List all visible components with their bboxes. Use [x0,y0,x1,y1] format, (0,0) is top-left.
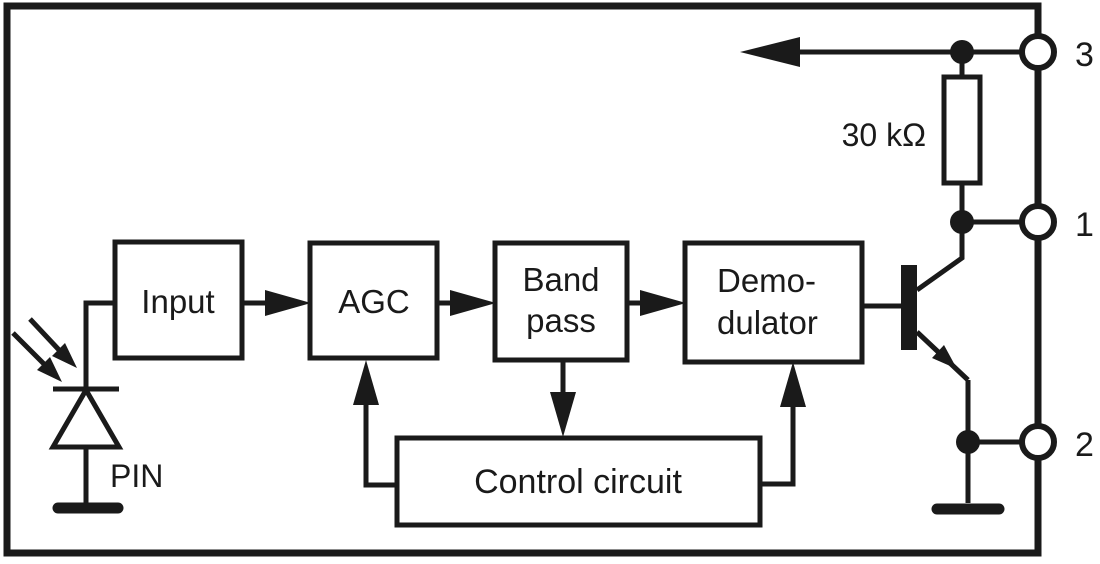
photodiode: PIN [11,300,163,514]
emitter-arrow [932,345,957,369]
block-agc: AGC [307,240,440,361]
pin-1-label: 1 [1075,206,1094,244]
transistor-bar [901,265,917,350]
arrow-band-pass-to-control [550,361,576,437]
demodulator-label-line2: dulator [717,304,818,341]
supply-arrow [740,37,961,67]
band-pass-label-line1: Band [522,261,599,298]
resistor-symbol [941,74,983,186]
control-feedback-arrows [353,360,806,488]
photodiode-label: PIN [110,458,163,494]
pin-3: 3 [1019,33,1094,74]
arrow-band-pass-to-demodulator [627,290,686,316]
junction-dot [950,40,974,64]
control-circuit-label: Control circuit [474,463,682,501]
block-demodulator: Demo- dulator [682,240,865,365]
resistor-label: 30 kΩ [842,117,926,153]
signal-arrows [242,290,686,316]
agc-box [307,240,440,361]
block-control-circuit: Control circuit [394,435,763,528]
pin-terminal-1 [1019,203,1057,241]
transistor-collector-wire [915,233,965,293]
demodulator-box [682,240,865,365]
transistor [862,233,971,442]
pin-terminal-3 [1019,33,1057,71]
agc-label: AGC [338,283,410,320]
arrow-input-to-agc [242,290,311,316]
wire-photodiode-to-input [83,300,115,389]
block-input: Input [112,239,245,361]
pin-1: 1 [1019,203,1094,244]
input-label: Input [141,283,214,320]
junction-dot [956,430,980,454]
control-circuit-box [394,435,763,528]
resistor: 30 kΩ [842,52,983,222]
junction-dot [950,210,974,234]
pin-2-label: 2 [1075,426,1094,464]
arrow-control-to-agc [353,360,397,488]
arrow-control-to-demodulator [760,362,806,487]
photodiode-symbol [48,385,124,450]
input-box [112,239,245,361]
light-ray-icon [11,331,62,382]
demodulator-label-line1: Demo- [717,262,816,299]
block-band-pass: Band pass [492,240,630,363]
light-ray-icon [28,317,77,368]
pin-2: 2 [1019,423,1094,464]
arrow-agc-to-band-pass [437,290,496,316]
pin-terminal-2 [1019,423,1057,461]
band-pass-label-line2: pass [526,302,596,339]
band-pass-box [492,240,630,363]
pin-3-label: 3 [1075,36,1094,74]
